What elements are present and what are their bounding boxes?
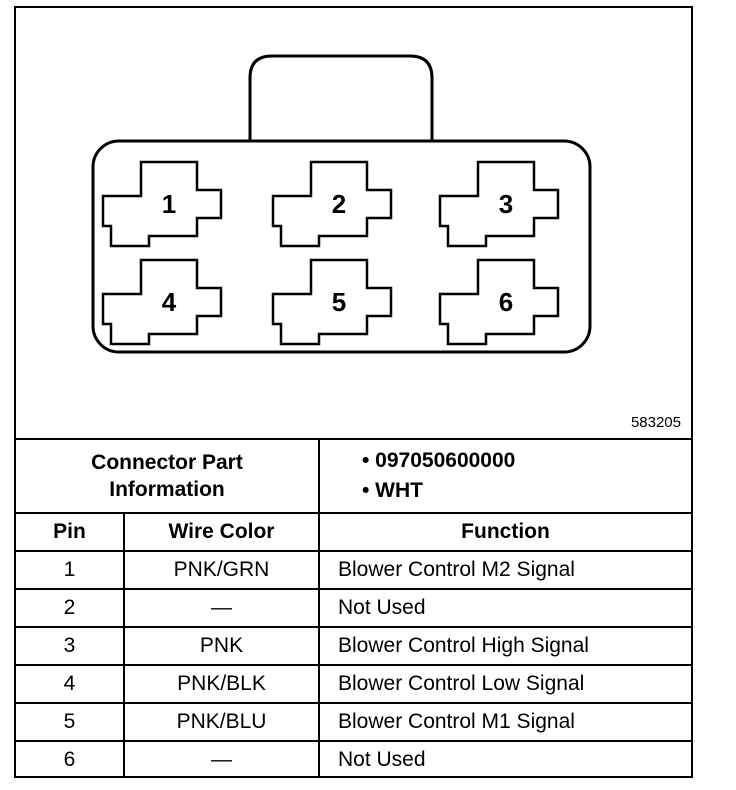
connector-info-label-line1: Connector Part bbox=[91, 451, 243, 474]
connector-housing bbox=[91, 139, 592, 354]
pin-cavity-6 bbox=[438, 258, 560, 346]
connector-info-row: Connector Part Information • 09705060000… bbox=[16, 438, 691, 514]
wire-color-cell: — bbox=[123, 588, 320, 628]
function-cell: Not Used bbox=[318, 740, 691, 778]
connector-part-number: • 097050600000 bbox=[362, 449, 516, 472]
table-row: 6 — Not Used bbox=[16, 740, 691, 778]
table-row: 2 — Not Used bbox=[16, 588, 691, 628]
pin-number-label: 5 bbox=[332, 287, 346, 317]
pin-cavity-3 bbox=[438, 160, 560, 248]
pin-number-label: 4 bbox=[162, 287, 177, 317]
function-cell: Blower Control Low Signal bbox=[318, 664, 691, 704]
pin-number-label: 6 bbox=[499, 287, 513, 317]
function-cell: Not Used bbox=[318, 588, 691, 628]
pin-cell: 5 bbox=[16, 702, 125, 742]
connector-color: • WHT bbox=[362, 479, 424, 502]
pin-header: Pin bbox=[16, 512, 125, 552]
pin-cavity-4 bbox=[101, 258, 223, 346]
function-cell: Blower Control High Signal bbox=[318, 626, 691, 666]
function-cell: Blower Control M2 Signal bbox=[318, 550, 691, 590]
wire-color-cell: PNK bbox=[123, 626, 320, 666]
pinout-table: Connector Part Information • 09705060000… bbox=[16, 438, 691, 778]
wire-color-cell: PNK/BLK bbox=[123, 664, 320, 704]
pin-cell: 6 bbox=[16, 740, 125, 778]
table-header-row: Pin Wire Color Function bbox=[16, 512, 691, 552]
pin-cavity-2 bbox=[271, 160, 393, 248]
pin-cell: 3 bbox=[16, 626, 125, 666]
wire-color-header: Wire Color bbox=[123, 512, 320, 552]
pin-cell: 2 bbox=[16, 588, 125, 628]
connector-latch bbox=[248, 54, 434, 141]
connector-info-list: • 097050600000 • WHT bbox=[318, 438, 691, 514]
connector-info-label-line2: Information bbox=[109, 478, 225, 501]
table-row: 4 PNK/BLK Blower Control Low Signal bbox=[16, 664, 691, 704]
pin-cavity-1 bbox=[101, 160, 223, 248]
pin-number-label: 3 bbox=[499, 189, 513, 219]
wire-color-cell: PNK/GRN bbox=[123, 550, 320, 590]
wire-color-cell: PNK/BLU bbox=[123, 702, 320, 742]
connector-diagram: 1 2 3 4 5 6 bbox=[91, 54, 592, 354]
table-row: 3 PNK Blower Control High Signal bbox=[16, 626, 691, 666]
pin-cell: 1 bbox=[16, 550, 125, 590]
function-header: Function bbox=[318, 512, 691, 552]
wire-color-cell: — bbox=[123, 740, 320, 778]
diagram-reference-number: 583205 bbox=[630, 414, 681, 431]
pin-number-label: 2 bbox=[332, 189, 346, 219]
table-row: 5 PNK/BLU Blower Control M1 Signal bbox=[16, 702, 691, 742]
connector-info-label: Connector Part Information bbox=[16, 438, 320, 514]
pin-cavity-5 bbox=[271, 258, 393, 346]
table-row: 1 PNK/GRN Blower Control M2 Signal bbox=[16, 550, 691, 590]
function-cell: Blower Control M1 Signal bbox=[318, 702, 691, 742]
pin-number-label: 1 bbox=[162, 189, 176, 219]
pin-cell: 4 bbox=[16, 664, 125, 704]
